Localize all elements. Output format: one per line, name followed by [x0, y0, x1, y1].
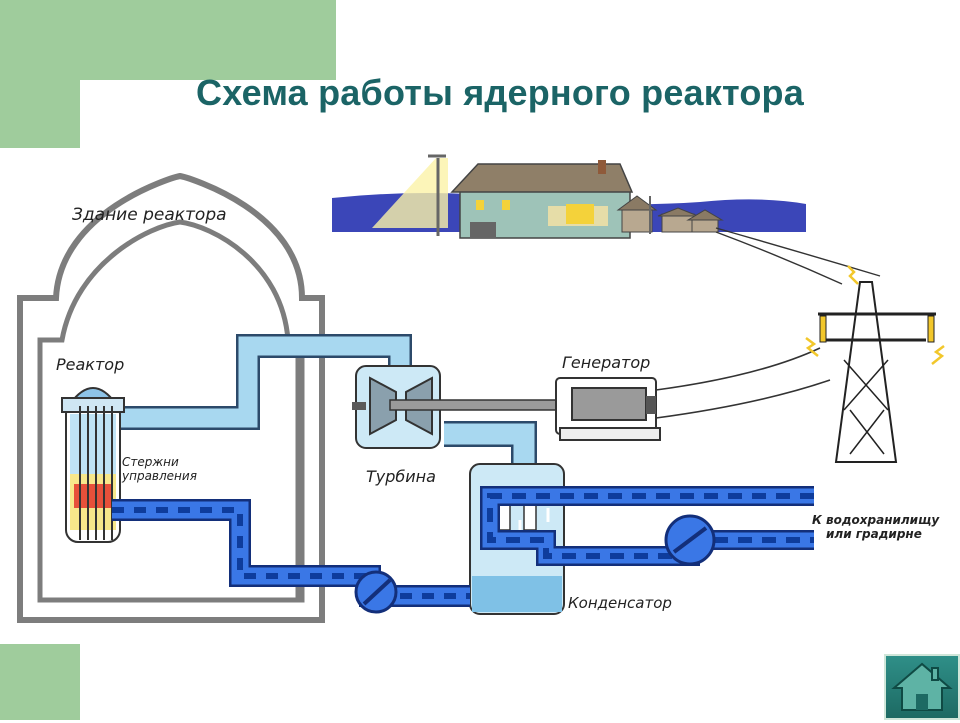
label-reservoir-line2: или градирне — [826, 527, 922, 541]
label-condenser: Конденсатор — [568, 594, 672, 612]
town-scene — [332, 154, 806, 239]
page-title: Схема работы ядерного реактора — [196, 72, 804, 113]
power-tower — [805, 265, 945, 463]
corner-block-top — [0, 0, 336, 80]
label-generator: Генератор — [562, 353, 650, 372]
generator — [555, 377, 661, 441]
home-icon — [891, 662, 953, 711]
power-lines — [655, 227, 881, 419]
label-rods-line1: Стержни — [122, 455, 179, 469]
corner-block-left — [0, 80, 80, 148]
reactor-vessel — [61, 387, 125, 543]
label-reactor: Реактор — [56, 355, 124, 374]
label-rods-line2: управления — [121, 469, 197, 483]
home-button[interactable] — [884, 654, 960, 720]
label-turbine: Турбина — [366, 467, 436, 486]
cooling-loop — [480, 486, 814, 566]
steam-pipes — [112, 334, 537, 474]
label-building: Здание реактора — [72, 205, 227, 225]
feedwater-loop — [112, 499, 470, 614]
label-reservoir-line1: К водохранилищу — [812, 513, 940, 527]
corner-block-bottom — [0, 644, 80, 720]
turbine — [352, 365, 581, 449]
